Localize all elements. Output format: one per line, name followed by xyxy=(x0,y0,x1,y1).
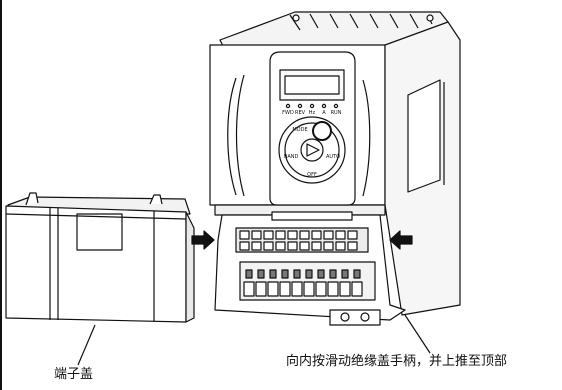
terminal-cover xyxy=(5,192,195,323)
leader-line-instruction xyxy=(404,314,431,354)
leader-line-cover xyxy=(77,324,96,366)
keypad-off-text: OFF xyxy=(307,172,317,178)
keypad-indicator-run: RUN xyxy=(331,110,342,116)
left-border-line xyxy=(0,0,2,390)
keypad-indicator-rev: REV xyxy=(295,110,306,116)
keypad-hand-text: HAND xyxy=(284,154,299,160)
arrow-right-icon xyxy=(191,230,215,250)
enter-button-icon xyxy=(312,121,332,141)
terminal-block-area xyxy=(214,211,406,326)
keypad-indicator-a: A xyxy=(322,110,326,116)
arrow-left-icon xyxy=(389,230,413,250)
keypad-auto-text: AUTO xyxy=(326,154,340,160)
instruction-label: 向内按滑动绝缘盖手柄，并上推至顶部 xyxy=(286,354,508,369)
keypad-indicator-hz: Hz xyxy=(309,110,316,116)
keypad-indicator-fwd: FWD xyxy=(282,110,294,116)
run-triangle-icon xyxy=(306,143,320,157)
keypad-panel xyxy=(269,51,356,206)
terminal-cover-label: 端子盖 xyxy=(54,367,94,382)
keypad-mode-text: MODE xyxy=(292,127,307,133)
indicator-leds xyxy=(285,103,339,109)
